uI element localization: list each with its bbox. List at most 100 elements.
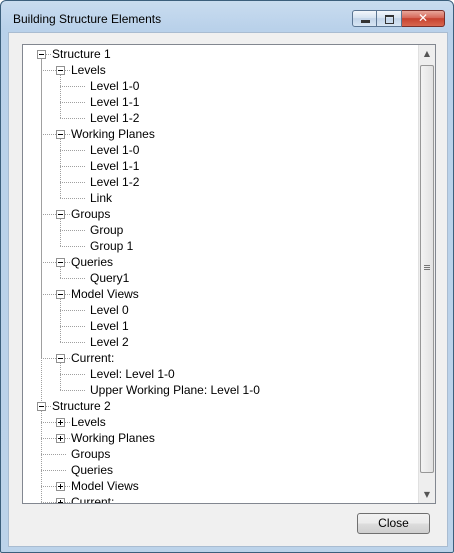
tree-connector-line xyxy=(65,486,70,487)
tree-node-label[interactable]: Structure 2 xyxy=(52,399,111,413)
expander-bar xyxy=(58,294,63,295)
tree-node-label[interactable]: Current: xyxy=(71,495,115,503)
tree-connector-line xyxy=(60,363,61,390)
minimize-button[interactable] xyxy=(352,10,377,27)
maximize-button[interactable] xyxy=(377,10,402,27)
expander-bar xyxy=(60,484,61,489)
expand-icon[interactable] xyxy=(56,418,65,427)
tree-node-label[interactable]: Level: Level 1-0 xyxy=(90,367,175,381)
tree-connector-line xyxy=(65,502,70,503)
tree-connector-line xyxy=(60,230,85,231)
expand-icon[interactable] xyxy=(56,498,65,503)
tree-connector-line xyxy=(41,294,56,295)
thumb-grip xyxy=(424,269,430,270)
tree-connector-line xyxy=(41,214,56,215)
tree-connector-line xyxy=(65,422,70,423)
close-window-button[interactable]: ✕ xyxy=(402,10,445,27)
tree-node-label[interactable]: Group xyxy=(90,223,124,237)
collapse-icon[interactable] xyxy=(56,354,65,363)
tree-connector-line xyxy=(60,139,61,198)
vertical-scrollbar[interactable]: ▲ ▼ xyxy=(418,45,435,503)
tree-connector-line xyxy=(65,70,70,71)
maximize-icon xyxy=(385,15,394,24)
tree-connector-line xyxy=(60,198,85,199)
expander-bar xyxy=(58,134,63,135)
collapse-icon[interactable] xyxy=(37,402,46,411)
expander-bar xyxy=(60,420,61,425)
collapse-icon[interactable] xyxy=(56,130,65,139)
tree-connector-line xyxy=(65,262,70,263)
scrollbar-thumb[interactable] xyxy=(420,65,434,473)
tree-node-label[interactable]: Groups xyxy=(71,207,111,221)
tree-node-label[interactable]: Queries xyxy=(71,463,114,477)
tree-connector-line xyxy=(41,438,56,439)
tree-connector-line xyxy=(41,470,66,471)
tree-connector-line xyxy=(65,438,70,439)
tree-node-label[interactable]: Query1 xyxy=(90,271,130,285)
thumb-grip xyxy=(424,267,430,268)
tree-connector-line xyxy=(60,118,85,119)
expander-bar xyxy=(58,358,63,359)
tree-connector-line xyxy=(60,390,85,391)
scroll-down-arrow-icon[interactable]: ▼ xyxy=(423,490,431,499)
collapse-icon[interactable] xyxy=(56,290,65,299)
tree-node-label[interactable]: Queries xyxy=(71,255,114,269)
tree-connector-line xyxy=(60,310,85,311)
tree-node-label[interactable]: Level 1-0 xyxy=(90,79,140,93)
expand-icon[interactable] xyxy=(56,482,65,491)
tree-node-label[interactable]: Group 1 xyxy=(90,239,134,253)
thumb-grip xyxy=(424,265,430,266)
tree-connector-line xyxy=(41,502,56,503)
tree-node-label[interactable]: Model Views xyxy=(71,287,139,301)
tree-node-label[interactable]: Working Planes xyxy=(71,431,155,445)
tree-connector-line xyxy=(60,182,85,183)
tree-connector-line xyxy=(41,358,56,359)
tree-node-label[interactable]: Level 2 xyxy=(90,335,129,349)
tree-node-label[interactable]: Upper Working Plane: Level 1-0 xyxy=(90,383,260,397)
tree-node-label[interactable]: Groups xyxy=(71,447,111,461)
tree-connector-line xyxy=(46,406,51,407)
tree-node-label[interactable]: Current: xyxy=(71,351,115,365)
scroll-up-arrow-icon[interactable]: ▲ xyxy=(423,49,431,58)
tree-node-label[interactable]: Level 1-2 xyxy=(90,111,140,125)
tree-node-label[interactable]: Level 1-1 xyxy=(90,159,140,173)
collapse-icon[interactable] xyxy=(56,66,65,75)
title-bar[interactable]: Building Structure Elements ✕ xyxy=(1,1,453,33)
tree-node-label[interactable]: Level 1-0 xyxy=(90,143,140,157)
tree-connector-line xyxy=(41,454,66,455)
tree-connector-line xyxy=(41,134,56,135)
tree-connector-line xyxy=(60,374,85,375)
tree-node-label[interactable]: Link xyxy=(90,191,113,205)
collapse-icon[interactable] xyxy=(37,50,46,59)
expand-icon[interactable] xyxy=(56,434,65,443)
tree-connector-line xyxy=(41,262,56,263)
tree-connector-line xyxy=(60,75,61,118)
tree-connector-line xyxy=(60,326,85,327)
tree-connector-line xyxy=(65,134,70,135)
tree-node-label[interactable]: Level 1-1 xyxy=(90,95,140,109)
tree-node-label[interactable]: Levels xyxy=(71,415,106,429)
tree-connector-line xyxy=(65,214,70,215)
caption-buttons: ✕ xyxy=(352,10,445,28)
tree-node-label[interactable]: Model Views xyxy=(71,479,139,493)
tree-connector-line xyxy=(60,219,61,246)
tree-node-label[interactable]: Working Planes xyxy=(71,127,155,141)
window-title: Building Structure Elements xyxy=(13,12,162,26)
collapse-icon[interactable] xyxy=(56,210,65,219)
tree-node-label[interactable]: Structure 1 xyxy=(52,47,111,61)
expander-bar xyxy=(58,262,63,263)
close-button[interactable]: Close xyxy=(357,513,430,534)
tree-connector-line xyxy=(41,422,56,423)
tree-connector-line xyxy=(41,59,42,403)
expander-bar xyxy=(58,214,63,215)
collapse-icon[interactable] xyxy=(56,258,65,267)
tree-connector-line xyxy=(41,70,56,71)
tree-connector-line xyxy=(60,278,85,279)
tree-node-label[interactable]: Levels xyxy=(71,63,106,77)
tree-node-label[interactable]: Level 1 xyxy=(90,319,129,333)
tree-node-label[interactable]: Level 1-2 xyxy=(90,175,140,189)
tree-node-label[interactable]: Level 0 xyxy=(90,303,129,317)
